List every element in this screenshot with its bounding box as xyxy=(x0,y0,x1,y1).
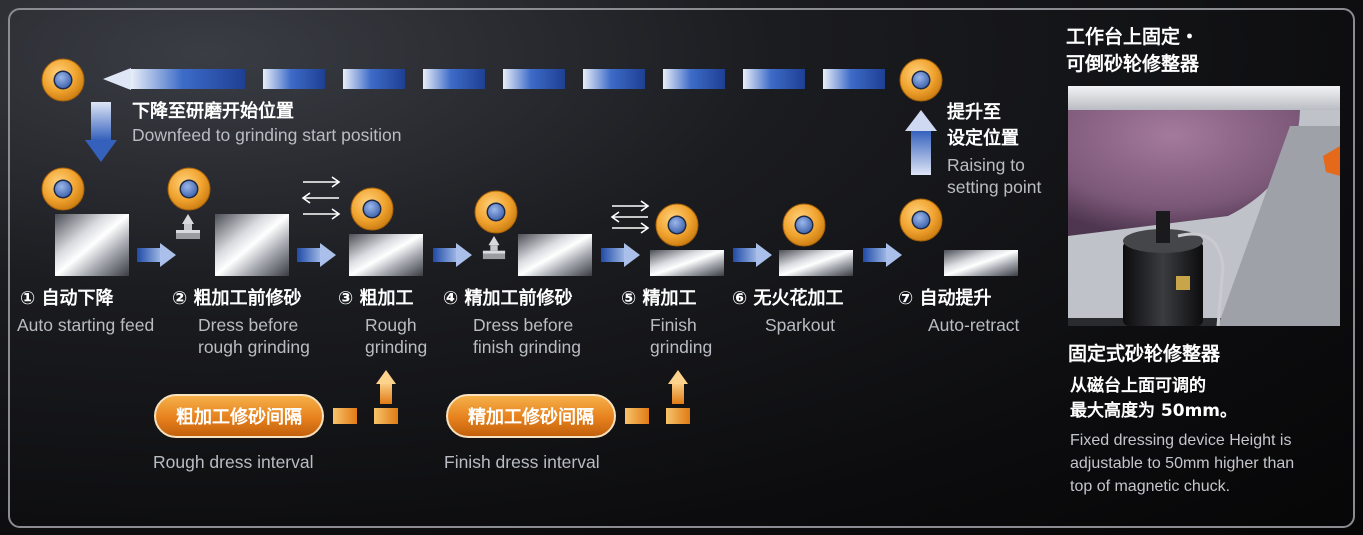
flow-arrow-icon xyxy=(433,243,472,267)
double-arrow-icon xyxy=(610,200,650,234)
step-1-label-zh: ① 自动下降 xyxy=(20,288,114,309)
return-dash xyxy=(131,69,245,89)
caption-zh-line-2: 最大高度为 50mm。 xyxy=(1070,401,1238,421)
step-3-label-en-2: grinding xyxy=(365,337,428,357)
downfeed-label-zh: 下降至研磨开始位置 xyxy=(132,101,294,122)
return-dash xyxy=(343,69,405,89)
workpiece-block-icon xyxy=(944,250,1018,276)
downfeed-label-en: Downfeed to grinding start position xyxy=(132,125,402,145)
flow-arrow-icon xyxy=(733,243,772,267)
step-6-label-zh: ⑥ 无火花加工 xyxy=(732,288,844,309)
dresser-icon xyxy=(176,214,200,239)
step-5-label-en-2: grinding xyxy=(650,337,713,357)
diagram-frame xyxy=(8,8,1355,528)
step-3-label-en-1: Rough xyxy=(365,315,417,335)
workpiece-block-icon xyxy=(518,234,592,276)
workpiece-block-icon xyxy=(650,250,724,276)
grinding-wheel-icon xyxy=(350,187,394,231)
double-arrow-icon xyxy=(301,176,341,220)
step-4-label-en-2: finish grinding xyxy=(473,337,581,357)
raise-label-en-1: Raising to xyxy=(947,155,1025,175)
flow-arrow-icon xyxy=(863,243,902,267)
raise-arrow-icon xyxy=(905,110,937,175)
return-arrow-head-icon xyxy=(103,68,131,90)
return-dash xyxy=(663,69,725,89)
return-dash xyxy=(583,69,645,89)
workpiece-block-icon xyxy=(215,214,289,276)
dresser-icon xyxy=(482,236,506,260)
workpiece-block-icon xyxy=(55,214,129,276)
grinding-wheel-icon xyxy=(899,198,943,242)
grinding-wheel-icon xyxy=(41,58,85,102)
grinding-wheel-icon xyxy=(41,167,85,211)
workpiece-block-icon xyxy=(349,234,423,276)
step-5-label-en-1: Finish xyxy=(650,315,697,335)
raise-label-en-2: setting point xyxy=(947,177,1042,197)
flow-arrow-icon xyxy=(297,243,336,267)
step-4-label-zh: ④ 精加工前修砂 xyxy=(443,288,573,309)
step-6-label-en: Sparkout xyxy=(765,315,836,335)
return-dash xyxy=(263,69,325,89)
finish-interval-connector xyxy=(625,370,690,424)
raise-label-zh-2: 设定位置 xyxy=(947,128,1019,149)
side-title-line-2: 可倒砂轮修整器 xyxy=(1066,53,1200,75)
workpiece-block-icon xyxy=(779,250,853,276)
rough-dress-interval-badge: 粗加工修砂间隔 xyxy=(154,394,324,438)
step-5-label-zh: ⑤ 精加工 xyxy=(621,288,697,309)
grinding-wheel-icon xyxy=(167,167,211,211)
step-1-label-en: Auto starting feed xyxy=(17,315,155,335)
rough-interval-connector xyxy=(333,370,398,424)
step-2-label-en-1: Dress before xyxy=(198,315,299,335)
caption-title: 固定式砂轮修整器 xyxy=(1068,343,1221,365)
finish-dress-interval-badge: 精加工修砂间隔 xyxy=(446,394,616,438)
dresser-photo xyxy=(1068,86,1340,326)
step-2-label-en-2: rough grinding xyxy=(198,337,310,357)
return-dash xyxy=(503,69,565,89)
flow-arrow-icon xyxy=(137,243,176,267)
step-4-label-en-1: Dress before xyxy=(473,315,574,335)
downfeed-arrow-icon xyxy=(85,102,117,162)
grinding-wheel-icon xyxy=(899,58,943,102)
caption-en-line-2: adjustable to 50mm higher than xyxy=(1070,455,1295,472)
caption-zh-line-1: 从磁台上面可调的 xyxy=(1070,376,1206,396)
return-dash xyxy=(743,69,805,89)
flow-arrow-icon xyxy=(601,243,640,267)
return-dash xyxy=(423,69,485,89)
return-dash xyxy=(823,69,885,89)
caption-en-line-3: top of magnetic chuck. xyxy=(1070,478,1231,495)
grinding-wheel-icon xyxy=(655,203,699,247)
grinding-wheel-icon xyxy=(782,203,826,247)
return-path xyxy=(103,68,885,90)
raise-label-zh-1: 提升至 xyxy=(947,102,1001,123)
finish-dress-interval-label: Finish dress interval xyxy=(444,452,600,472)
step-2-label-zh: ② 粗加工前修砂 xyxy=(172,288,302,309)
rough-dress-interval-label: Rough dress interval xyxy=(153,452,314,472)
step-7-label-zh: ⑦ 自动提升 xyxy=(898,288,992,309)
side-title-line-1: 工作台上固定・ xyxy=(1066,26,1200,48)
step-3-label-zh: ③ 粗加工 xyxy=(338,288,414,309)
grinding-wheel-icon xyxy=(474,190,518,234)
caption-en-line-1: Fixed dressing device Height is xyxy=(1070,432,1292,449)
step-7-label-en: Auto-retract xyxy=(928,315,1020,335)
